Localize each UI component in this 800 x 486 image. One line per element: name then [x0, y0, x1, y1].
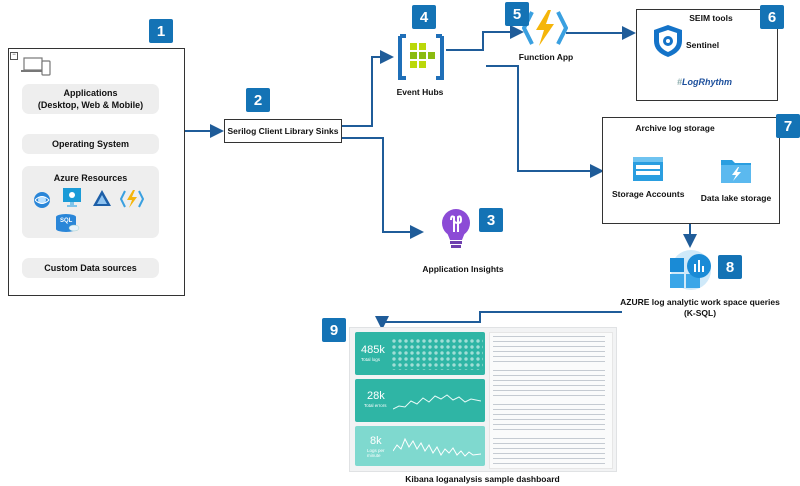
event-hubs-icon [396, 32, 446, 87]
kibana-caption: Kibana loganalysis sample dashboard [405, 474, 560, 484]
archive-title: Archive log storage [635, 123, 715, 133]
stat1-value: 485k [361, 344, 385, 356]
logs-per-minute-sparkline [393, 437, 481, 457]
log-line [493, 404, 605, 432]
waffle-grid [391, 338, 483, 370]
stat-panel-total-errors: 28k Total errors [355, 379, 485, 422]
data-factory-icon [92, 189, 112, 214]
badge-7: 7 [776, 114, 800, 138]
application-insights-label: Application Insights [422, 264, 504, 274]
virtual-machine-icon [62, 187, 82, 214]
application-insights-icon [440, 208, 472, 257]
serilog-label: Serilog Client Library Sinks [227, 126, 339, 136]
errors-sparkline [393, 394, 481, 410]
data-lake-label: Data lake storage [700, 193, 772, 203]
applications-node: Applications (Desktop, Web & Mobile) [22, 84, 159, 114]
log-line [493, 438, 605, 466]
stat3-label: Logs per minute [367, 448, 385, 458]
stat-panel-total-logs: 485k Total logs [355, 332, 485, 375]
cosmos-db-icon [32, 190, 52, 215]
devices-icon [21, 55, 51, 77]
collapse-icon: − [10, 52, 18, 60]
log-stream-panel [489, 332, 613, 469]
azure-resources-label: Azure Resources [53, 173, 128, 183]
storage-accounts-label: Storage Accounts [612, 189, 685, 199]
stat3-value: 8k [370, 435, 382, 447]
badge-8: 8 [718, 255, 742, 279]
badge-2: 2 [246, 88, 270, 112]
serilog-node: Serilog Client Library Sinks [224, 119, 342, 143]
badge-6: 6 [760, 5, 784, 29]
badge-5: 5 [505, 2, 529, 26]
kibana-dashboard: 485k Total logs 28k Total errors 8k Logs… [349, 327, 617, 472]
badge-1: 1 [149, 19, 173, 43]
sentinel-shield-icon [652, 24, 684, 63]
badge-4: 4 [412, 5, 436, 29]
log-line [493, 336, 605, 364]
azure-resources-node: Azure Resources [22, 166, 159, 238]
stat1-label: Total logs [361, 357, 381, 362]
logrhythm-label: LogRhythm [682, 77, 733, 87]
stat2-value: 28k [367, 390, 385, 402]
archive-storage-box [602, 117, 780, 224]
storage-accounts-icon [632, 156, 664, 187]
stat-panel-logs-per-minute: 8k Logs per minute [355, 426, 485, 466]
sql-label: SQL [60, 218, 73, 224]
log-line [493, 370, 605, 398]
function-app-icon [521, 8, 569, 53]
badge-9: 9 [322, 318, 346, 342]
data-lake-icon [720, 156, 752, 189]
badge-3: 3 [479, 208, 503, 232]
function-icon-small [119, 188, 145, 215]
logrhythm-logo: #LogRhythm [677, 77, 733, 87]
event-hubs-label: Event Hubs [396, 87, 444, 97]
function-app-label: Function App [518, 52, 574, 62]
custom-data-sources-node: Custom Data sources [22, 258, 159, 278]
siem-tools-box [636, 9, 778, 101]
siem-title: SEIM tools [689, 13, 733, 23]
stat2-label: Total errors [364, 403, 387, 408]
operating-system-node: Operating System [22, 134, 159, 154]
sentinel-label: Sentinel [686, 40, 720, 50]
log-analytics-icon [667, 248, 715, 297]
azure-log-analytics-label: AZURE log analytic work space queries (K… [620, 297, 780, 318]
sql-database-icon: SQL [54, 213, 80, 233]
